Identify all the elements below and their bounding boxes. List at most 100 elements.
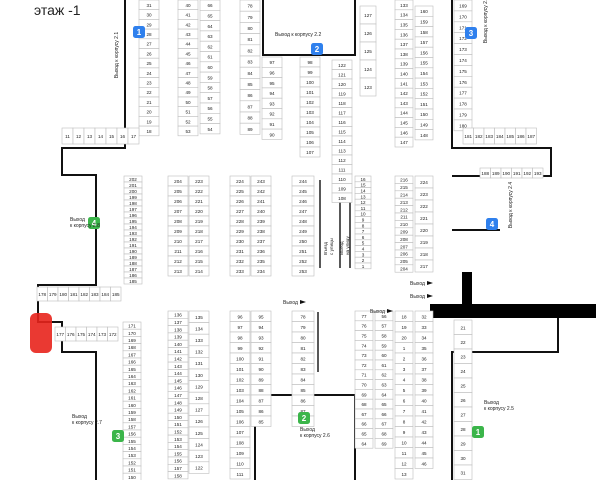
parking-spot: 210 xyxy=(394,220,414,229)
parking-spot: 39 xyxy=(414,384,434,396)
spot-number: 110 xyxy=(338,177,346,182)
spot-number: 11 xyxy=(361,206,366,211)
spot-number: 82 xyxy=(247,48,253,53)
spot-number: 6 xyxy=(362,235,365,240)
parking-spot: 97 xyxy=(229,321,251,333)
parking-spot: 89 xyxy=(250,373,272,385)
spot-number: 103 xyxy=(306,110,314,115)
spot-number: 88 xyxy=(258,388,264,393)
spot-number: 122 xyxy=(195,466,203,471)
parking-spot: 49 xyxy=(177,87,199,98)
parking-spot: 177 xyxy=(453,86,473,99)
spot-number: 240 xyxy=(257,209,265,214)
svg-text:Выход: Выход xyxy=(410,294,425,300)
spot-number: 69 xyxy=(361,392,367,397)
parking-spot: 157 xyxy=(167,463,189,472)
spot-number: 137 xyxy=(400,42,408,47)
parking-spot: 25 xyxy=(138,57,160,69)
spot-number: 36 xyxy=(421,356,427,361)
spot-number: 9 xyxy=(362,218,365,223)
spot-number: 3 xyxy=(362,252,365,257)
parking-spot: 143 xyxy=(167,361,189,370)
parking-spot: 23 xyxy=(138,77,160,88)
spot-number: 144 xyxy=(174,371,182,376)
spot-number: 230 xyxy=(236,239,244,244)
parking-spot: 18 xyxy=(394,310,414,322)
spot-number: 200 xyxy=(129,189,137,194)
parking-spot: 138 xyxy=(167,325,189,334)
spot-number: 224 xyxy=(420,180,428,185)
parking-spots: 3130292827262524232221201918404142434445… xyxy=(36,0,544,480)
highlighted-parking-spot[interactable] xyxy=(30,313,52,353)
spot-number: 149 xyxy=(420,122,428,127)
spot-number: 61 xyxy=(207,55,213,60)
ramp-bar xyxy=(430,304,596,318)
spot-number: 154 xyxy=(174,444,182,449)
parking-spot: 151 xyxy=(122,465,142,474)
parking-spot: 25 xyxy=(453,377,473,393)
parking-spot: 111 xyxy=(229,468,251,480)
spot-number: 248 xyxy=(299,219,307,224)
parking-spot: 243 xyxy=(250,175,272,187)
spot-number: 213 xyxy=(174,269,182,274)
spot-number: 51 xyxy=(185,110,191,115)
spot-number: 218 xyxy=(195,229,203,234)
spot-number: 29 xyxy=(460,441,466,446)
spot-number: 220 xyxy=(195,209,203,214)
spot-number: 120 xyxy=(338,82,346,87)
parking-spot: 130 xyxy=(188,368,210,381)
spot-number: 211 xyxy=(174,249,182,254)
spot-number: 62 xyxy=(381,373,387,378)
parking-spot: 175 xyxy=(75,326,87,342)
parking-spot: 151 xyxy=(414,98,434,110)
parking-spot: 114 xyxy=(331,135,353,146)
parking-spot: 92 xyxy=(261,108,283,120)
svg-text:Выход: Выход xyxy=(410,281,425,287)
spot-number: 111 xyxy=(339,167,346,172)
spot-number: 31 xyxy=(146,3,152,8)
parking-spot: 176 xyxy=(65,326,77,342)
spot-number: 228 xyxy=(236,219,244,224)
parking-spot: 24 xyxy=(453,363,473,379)
parking-spot: 43 xyxy=(177,28,199,40)
spot-number: 223 xyxy=(420,192,428,197)
parking-spot: 85 xyxy=(291,384,315,396)
spot-number: 153 xyxy=(420,81,428,86)
spot-number: 227 xyxy=(236,209,244,214)
spot-number: 67 xyxy=(381,422,387,427)
spot-number: 56 xyxy=(207,106,213,111)
spot-number: 199 xyxy=(129,195,137,200)
exit-number: 1 xyxy=(476,428,481,437)
parking-spot: 104 xyxy=(299,116,321,128)
parking-spot: 12 xyxy=(394,457,414,469)
spot-number: 217 xyxy=(420,264,428,269)
parking-spot: 163 xyxy=(122,379,142,388)
spot-number: 171 xyxy=(459,25,467,30)
spot-number: 226 xyxy=(236,199,244,204)
spot-number: 209 xyxy=(400,230,408,235)
parking-spot: 68 xyxy=(374,428,394,439)
spot-number: 130 xyxy=(195,373,203,378)
spot-number: 12 xyxy=(401,461,407,466)
parking-spot: 82 xyxy=(239,44,261,57)
spot-number: 60 xyxy=(381,353,387,358)
parking-spot: 132 xyxy=(188,345,210,358)
spot-number: 185 xyxy=(506,134,514,139)
parking-spot: 124 xyxy=(188,438,210,451)
spot-number: 155 xyxy=(420,61,428,66)
spot-number: 11 xyxy=(402,451,407,456)
parking-spot: 211 xyxy=(167,245,189,257)
spot-number: 204 xyxy=(400,267,408,272)
spot-number: 2 xyxy=(403,356,406,361)
parking-spot: 105 xyxy=(299,126,321,138)
spot-number: 11 xyxy=(65,134,70,139)
